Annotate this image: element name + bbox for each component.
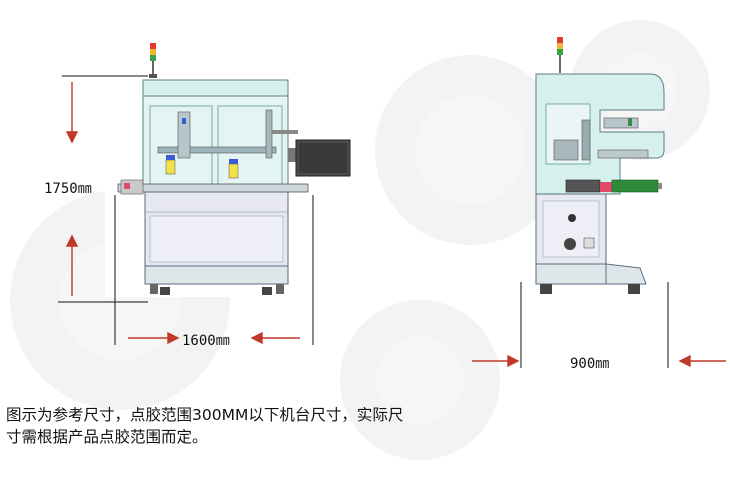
side-view <box>535 37 665 294</box>
side-width-dimension-label: 900㎜ <box>570 356 610 372</box>
dimension-lines <box>58 75 669 368</box>
caption-line-2: 寸需根据产品点胶范围而定。 <box>6 428 208 446</box>
dimension-arrows <box>65 82 726 368</box>
front-width-dimension-label: 1600㎜ <box>182 333 230 349</box>
front-view <box>117 43 351 295</box>
caption-text: 图示为参考尺寸，点胶范围300MM以下机台尺寸，实际尺 寸需根据产品点胶范围而定… <box>6 404 486 448</box>
signal-tower-icon <box>557 37 563 73</box>
height-dimension-label: 1750㎜ <box>44 181 92 197</box>
signal-tower-icon <box>149 43 157 78</box>
caption-line-1: 图示为参考尺寸，点胶范围300MM以下机台尺寸，实际尺 <box>6 406 404 424</box>
